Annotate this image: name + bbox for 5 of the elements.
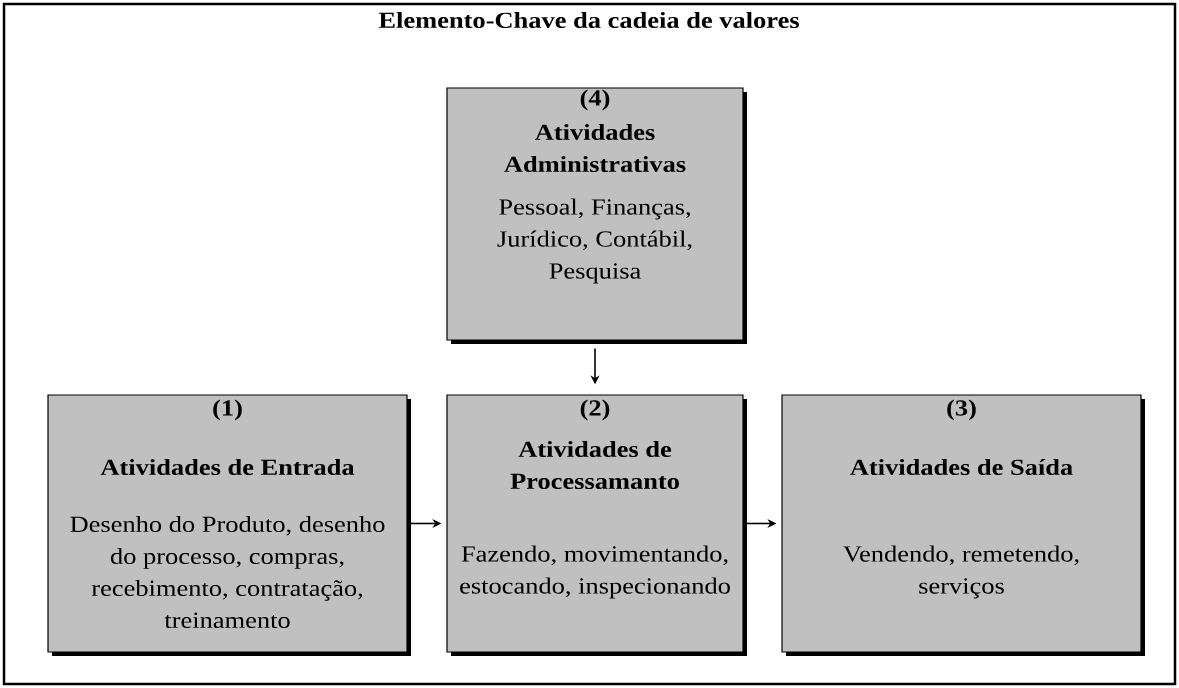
process-box: (1) Atividades de Entrada Desenho do Produto, desenho do processo, compras, recebimento, contratação, treinamento xyxy=(47,394,411,656)
title: Elemento-Chave da cadeia de valores xyxy=(378,11,799,29)
process-box: (2) Atividades de Processamanto Fazendo, movimentando, estocando, inspecionando xyxy=(446,394,747,656)
process-box: (4) Atividades Administrativas Pessoal, Finanças, Jurídico, Contábil, Pesquisa xyxy=(446,87,747,344)
process-box: (3) Atividades de Saída Vendendo, remetendo, serviços xyxy=(781,394,1145,656)
